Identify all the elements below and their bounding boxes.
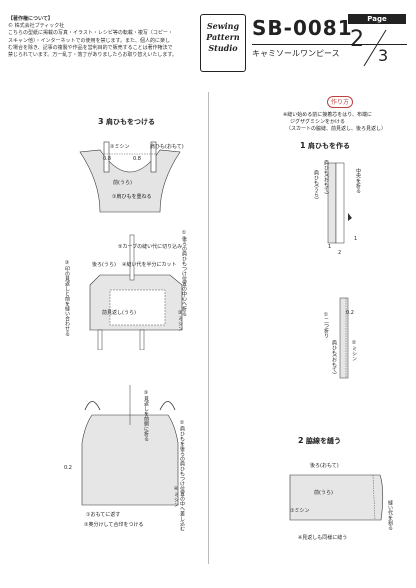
step3-heading: 3 肩ひもをつける xyxy=(98,117,155,127)
label: 0.2 xyxy=(346,310,354,316)
copyright-heading: 【著作権について】 xyxy=(8,16,53,22)
step-number: 3 xyxy=(98,117,104,126)
label: ①おもてに返す xyxy=(86,512,121,518)
label: ②ミシン xyxy=(110,144,130,150)
step-title: 肩ひもをつける xyxy=(106,118,156,126)
pattern-title: キャミソールワンピース xyxy=(252,49,340,58)
label: 肩ひも(おもて) xyxy=(323,160,329,194)
step1-heading: 1 肩ひもを作る xyxy=(300,141,350,151)
label: 1 xyxy=(354,236,358,242)
label: ※見返しも同様に縫う xyxy=(298,535,348,541)
label: 肩ひも(おもて) xyxy=(331,340,337,374)
label: ②ミシン xyxy=(351,340,357,361)
label: 縫い代を割る xyxy=(387,500,393,530)
page-label: Page xyxy=(348,14,406,24)
label: 後ろ(うら) xyxy=(92,262,116,268)
page-total: 3 xyxy=(378,46,389,65)
label: 後ろ(おもて) xyxy=(310,463,339,469)
brand-logo: Sewing Pattern Studio xyxy=(200,14,246,72)
label: ③印の見返しと前を縫い合わせる xyxy=(64,260,70,336)
label: ④ミシン xyxy=(173,486,179,507)
label: 前(うら) xyxy=(113,180,132,186)
strap-attach-diagram-2 xyxy=(89,234,183,350)
label: 前(うら) xyxy=(314,490,333,496)
copyright-line: む場合を除き、記事の複製や作品を営利目的で販売することは著作権法で xyxy=(8,44,173,51)
side-seam-diagram xyxy=(289,474,384,521)
label: ①二つ折り xyxy=(323,312,329,338)
label: ④縫い代を半分にカット xyxy=(122,262,177,268)
logo-text: Studio xyxy=(208,43,238,53)
label: 0.8 xyxy=(103,156,111,162)
strap-attach-diagram-1 xyxy=(79,141,181,213)
label: ③ミシン xyxy=(177,310,183,331)
copyright-block: 【著作権について】 © 株式会社ブティック社 こちらの型紙に掲載の写真・イラスト… xyxy=(8,16,213,59)
label: 中央を折る xyxy=(355,168,361,193)
step-number: 1 xyxy=(300,141,306,150)
page-slash xyxy=(363,29,387,67)
copyright-line: スキャン他）・インターネットでの使用を禁じます。また、個人的に楽し xyxy=(8,37,171,44)
column-divider xyxy=(208,92,209,564)
step-title: 肩ひもを作る xyxy=(308,142,351,150)
prep-note: ※縫い始める前に接着芯をはり、布端に xyxy=(283,112,372,118)
step-title: 脇線を縫う xyxy=(306,437,342,445)
label: 2 xyxy=(338,250,342,256)
label: ⑤カーブの縫い代に切り込み xyxy=(118,244,183,250)
label: 肩ひも(おもて) xyxy=(150,144,184,150)
strap-fold-diagram xyxy=(327,162,352,244)
label: ①肩ひもを重ねる xyxy=(112,194,152,200)
label: ②奥分けして合印をつける xyxy=(84,522,144,528)
header-rule xyxy=(252,44,407,45)
logo-text: Pattern xyxy=(206,32,240,42)
pattern-code: SB-0081 xyxy=(252,16,353,40)
logo-text: Sewing xyxy=(206,21,240,31)
prep-note: ジグザグミシンをかける xyxy=(290,119,346,125)
label: 前見返し(うら) xyxy=(102,310,136,316)
label: 肩ひも(うら) xyxy=(313,170,319,199)
label: ②肩ひもを後ろの肩ひもつけ位置の中へ差し込む xyxy=(179,420,185,531)
label: 1 xyxy=(328,244,332,250)
copyright-line: こちらの型紙に掲載の写真・イラスト・レシピ等の転載・複写（コピー・ xyxy=(8,30,173,37)
label: 0.2 xyxy=(64,465,72,471)
label: ③見返しを前側に折る xyxy=(143,390,149,441)
how-to-badge: 作り方 xyxy=(327,96,353,108)
copyright-company: © 株式会社ブティック社 xyxy=(8,23,65,30)
label: 0.8 xyxy=(133,156,141,162)
prep-note: （スカートの脇縫、前見返し、後ろ見返し） xyxy=(286,126,387,132)
dress-body-diagram xyxy=(81,385,179,506)
step-number: 2 xyxy=(298,436,304,445)
page-current: 2 xyxy=(350,27,364,52)
label: ①後ろの肩ひもつけ位置の中心へ折る xyxy=(181,230,187,316)
copyright-line: 禁じられています。万一乱丁・落丁がありましたらお取り替えいたします。 xyxy=(8,52,177,59)
step2-heading: 2 脇線を縫う xyxy=(298,436,341,446)
label: ①ミシン xyxy=(290,508,310,514)
strap-sew-diagram xyxy=(339,297,349,379)
